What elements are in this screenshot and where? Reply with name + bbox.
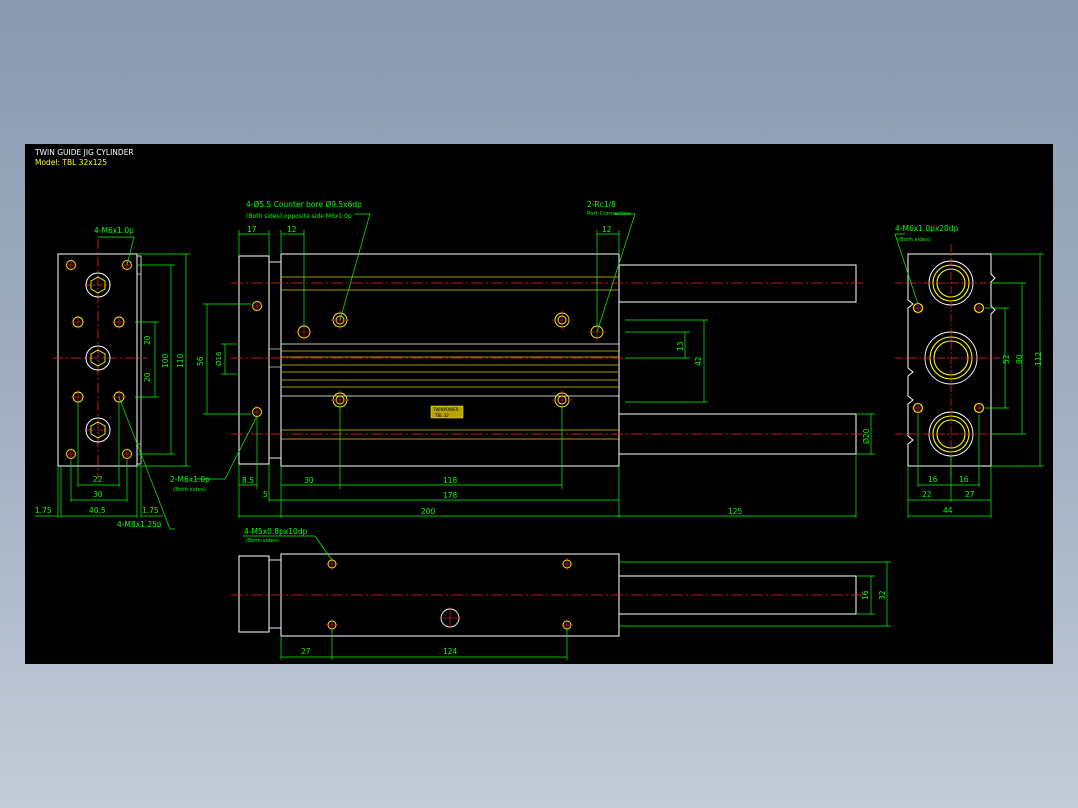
bottom-end-plate: [238, 555, 270, 633]
right-dim-27: 27: [965, 490, 975, 499]
left-dim-110: 110: [176, 353, 185, 368]
right-dim-112: 112: [1034, 351, 1043, 366]
right-dim-52: 52: [1002, 354, 1011, 364]
front-dim-12a: 12: [287, 225, 297, 234]
front-callout-counterbore-1: 4-Ø5.5 Counter bore Ø9.5x6dp: [246, 200, 362, 209]
front-dim-5: 5: [263, 490, 268, 499]
front-dim-200: 200: [421, 507, 436, 516]
bottom-view: 4-M5x0.8px10dp (Both sides) 16 32 27 124: [231, 527, 891, 660]
front-dim-42: 42: [694, 356, 703, 366]
right-end-view: 4-M6x1.0px20dp (Both sides) 52 80 112 16…: [894, 224, 1044, 518]
left-dim-40-5: 40.5: [89, 506, 106, 515]
bottom-dim-16: 16: [861, 590, 870, 600]
front-dim-13: 13: [676, 341, 685, 351]
front-dim-30: 30: [304, 476, 314, 485]
front-dim-12b: 12: [602, 225, 612, 234]
front-dim-phi16: Ø16: [215, 351, 223, 366]
front-dim-17: 17: [247, 225, 257, 234]
left-dim-100: 100: [161, 353, 170, 368]
bottom-dim-32: 32: [878, 590, 887, 600]
right-callout-2: (Both sides): [898, 237, 931, 243]
left-end-view: 4-M6x1.0p 4-M8x1.25p 20 20 100 110 22 30…: [35, 226, 190, 530]
label-plate-text1: TWINPOWER: [432, 407, 459, 412]
front-view: TWINPOWER TBL 32: [170, 200, 875, 518]
bottom-dim-124: 124: [443, 647, 458, 656]
right-dim-22: 22: [922, 490, 932, 499]
front-body: [280, 253, 620, 467]
front-end-plate: [238, 255, 270, 465]
right-callout-1: 4-M6x1.0px20dp: [895, 224, 959, 233]
left-dim-30: 30: [93, 490, 103, 499]
label-plate-text2: TBL 32: [434, 413, 449, 418]
right-dim-16b: 16: [959, 475, 969, 484]
bottom-dim-27: 27: [301, 647, 311, 656]
left-dim-20b: 20: [143, 372, 152, 382]
front-dim-56: 56: [196, 356, 205, 366]
front-callout-m6-2: (Both sides): [173, 487, 206, 493]
drawing-svg: TWIN GUIDE JIG CYLINDER Model: TBL 32x12…: [34, 148, 1044, 660]
front-callout-port-2: Port Connection: [587, 211, 631, 217]
left-dim-22: 22: [93, 475, 103, 484]
right-view-outline: [907, 253, 996, 467]
upper-guide-rod: [619, 264, 857, 303]
left-dim-20a: 20: [143, 335, 152, 345]
front-dim-125: 125: [728, 507, 743, 516]
bottom-callout-2: (Both sides): [246, 538, 279, 544]
front-dim-118: 118: [443, 476, 458, 485]
front-callout-port-1: 2-Rc1/8: [587, 200, 616, 209]
drawing-title: TWIN GUIDE JIG CYLINDER: [34, 148, 134, 157]
cad-drawing-canvas: TWIN GUIDE JIG CYLINDER Model: TBL 32x12…: [25, 144, 1053, 664]
left-dim-1-75a: 1.75: [35, 506, 52, 515]
left-callout-bottom: 4-M8x1.25p: [117, 520, 162, 529]
bottom-callout-1: 4-M5x0.8px10dp: [244, 527, 308, 536]
front-dim-8-5: 8.5: [242, 476, 254, 485]
model-label-plate: [430, 405, 464, 419]
right-dim-80: 80: [1015, 354, 1024, 364]
front-dim-178: 178: [443, 491, 458, 500]
drawing-model: Model: TBL 32x125: [35, 158, 107, 167]
right-dim-16a: 16: [928, 475, 938, 484]
left-callout-top: 4-M6x1.0p: [94, 226, 134, 235]
right-dim-44: 44: [943, 506, 953, 515]
front-callout-counterbore-2: (Both sides),opposite side M6x1.0p: [246, 213, 352, 220]
left-dim-1-75b: 1.75: [142, 506, 159, 515]
front-callout-m6-1: 2-M6x1.0p: [170, 475, 210, 484]
front-dim-phi20: Ø20: [862, 428, 871, 444]
left-view-outline: [57, 253, 138, 467]
